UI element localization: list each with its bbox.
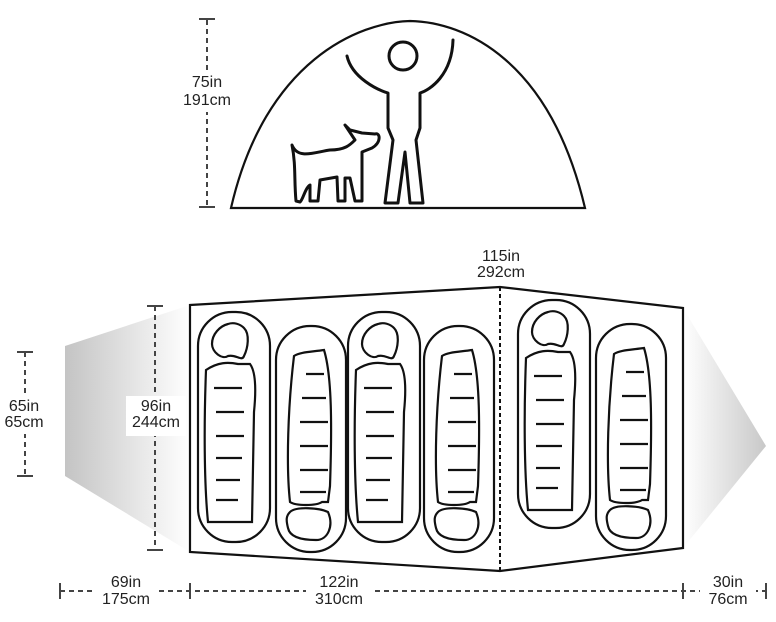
width-label-in: 96in: [141, 398, 171, 415]
dog-icon: [290, 123, 381, 204]
vestibule-width-dimension-line: [17, 351, 33, 477]
center-length-label-cm: 292cm: [477, 264, 525, 281]
front-vestibule-label-cm: 175cm: [102, 591, 150, 608]
floor-length-label-in: 122in: [319, 574, 358, 591]
rear-vestibule: [683, 308, 766, 548]
width-label-cm: 244cm: [132, 414, 180, 431]
rear-vestibule-label-in: 30in: [713, 574, 743, 591]
vestibule-width-label-bg: [0, 396, 52, 434]
center-length-label-in: 115in: [482, 248, 520, 265]
rear-vestibule-label-cm: 76cm: [708, 591, 747, 608]
width-label-bg: [126, 396, 186, 436]
vestibule-width-label-cm: 65cm: [4, 414, 43, 431]
front-vestibule-label-bg: [94, 574, 158, 608]
sleeping-bag: [196, 310, 272, 544]
sleeping-bag: [274, 324, 348, 554]
sleeping-bag: [516, 298, 592, 530]
sleeping-bag: [422, 324, 496, 554]
front-vestibule-label-in: 69in: [111, 574, 141, 591]
height-label-bg: [178, 72, 234, 112]
floor-length-label-bg: [306, 574, 372, 608]
person-icon: [345, 38, 455, 205]
sleeping-bag: [594, 322, 668, 552]
height-label-cm: 191cm: [183, 92, 231, 109]
rear-vestibule-label-bg: [700, 574, 756, 608]
vestibule-width-label-in: 65in: [9, 398, 39, 415]
height-label-in: 75in: [192, 74, 222, 91]
tent-side-profile: [229, 19, 587, 210]
height-dimension-line: [199, 18, 215, 208]
floor-length-label-cm: 310cm: [315, 591, 363, 608]
side-view: 75in 191cm: [178, 18, 587, 210]
floor-plan: 96in 244cm 65in 65cm 115in 292cm 69in 17…: [0, 248, 767, 608]
sleeping-bag: [346, 310, 422, 544]
length-dimension-line: [59, 583, 767, 599]
